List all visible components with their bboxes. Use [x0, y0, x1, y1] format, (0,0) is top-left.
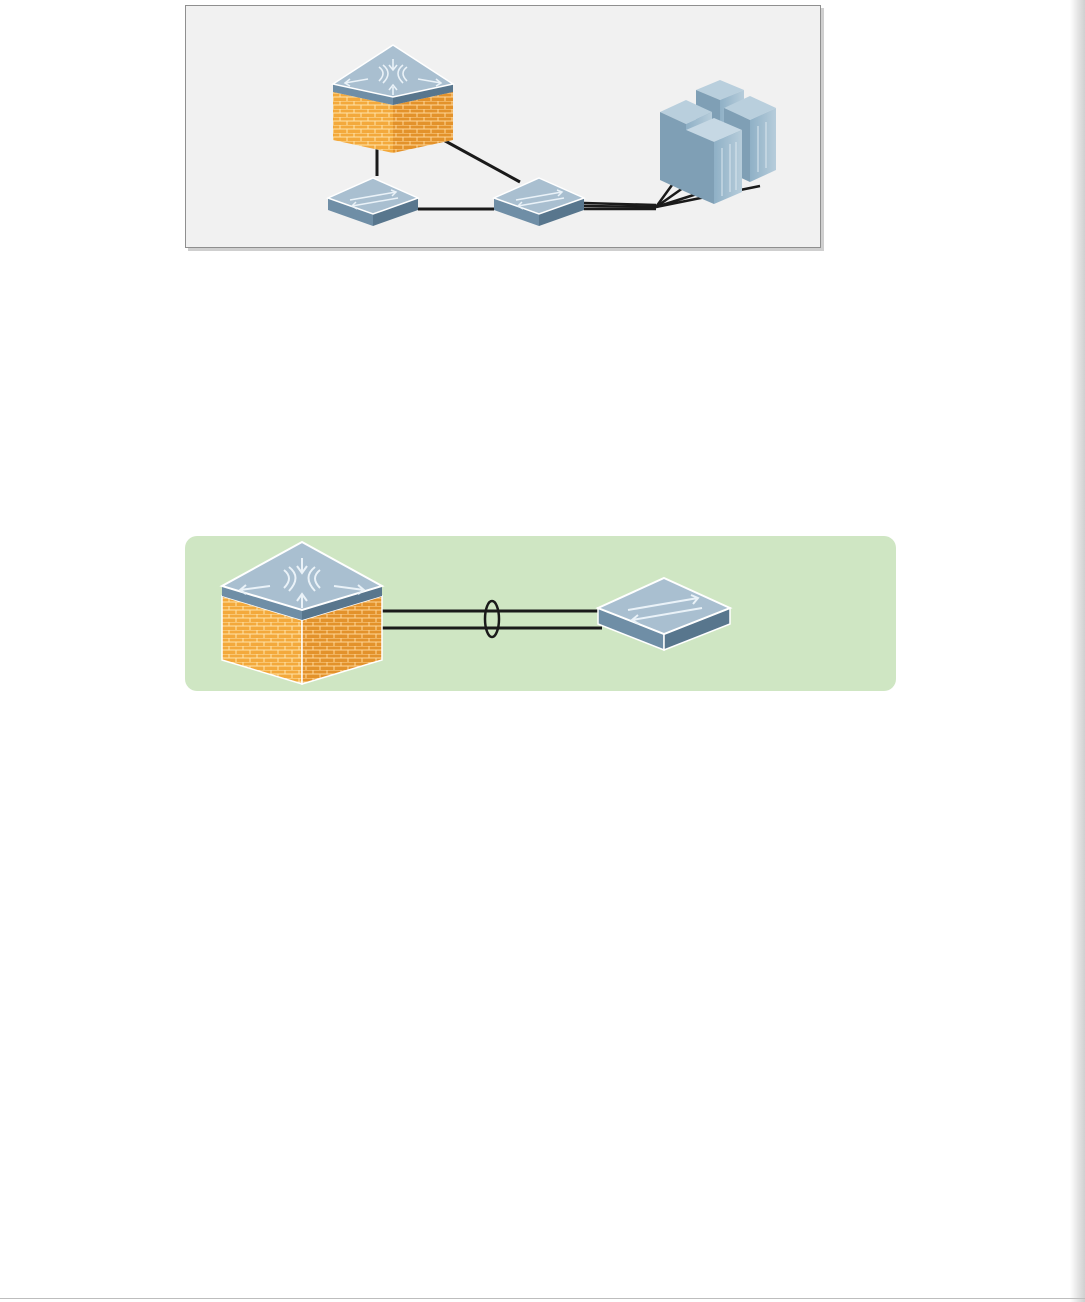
switch-icon [328, 178, 418, 226]
switch-icon [598, 578, 730, 650]
firewall-switch-icon [333, 45, 453, 153]
switch-icon [494, 178, 584, 226]
firewall-switch-icon [222, 542, 382, 684]
aggregated-link [382, 601, 602, 637]
link-aggregation-ring-icon [485, 601, 499, 637]
